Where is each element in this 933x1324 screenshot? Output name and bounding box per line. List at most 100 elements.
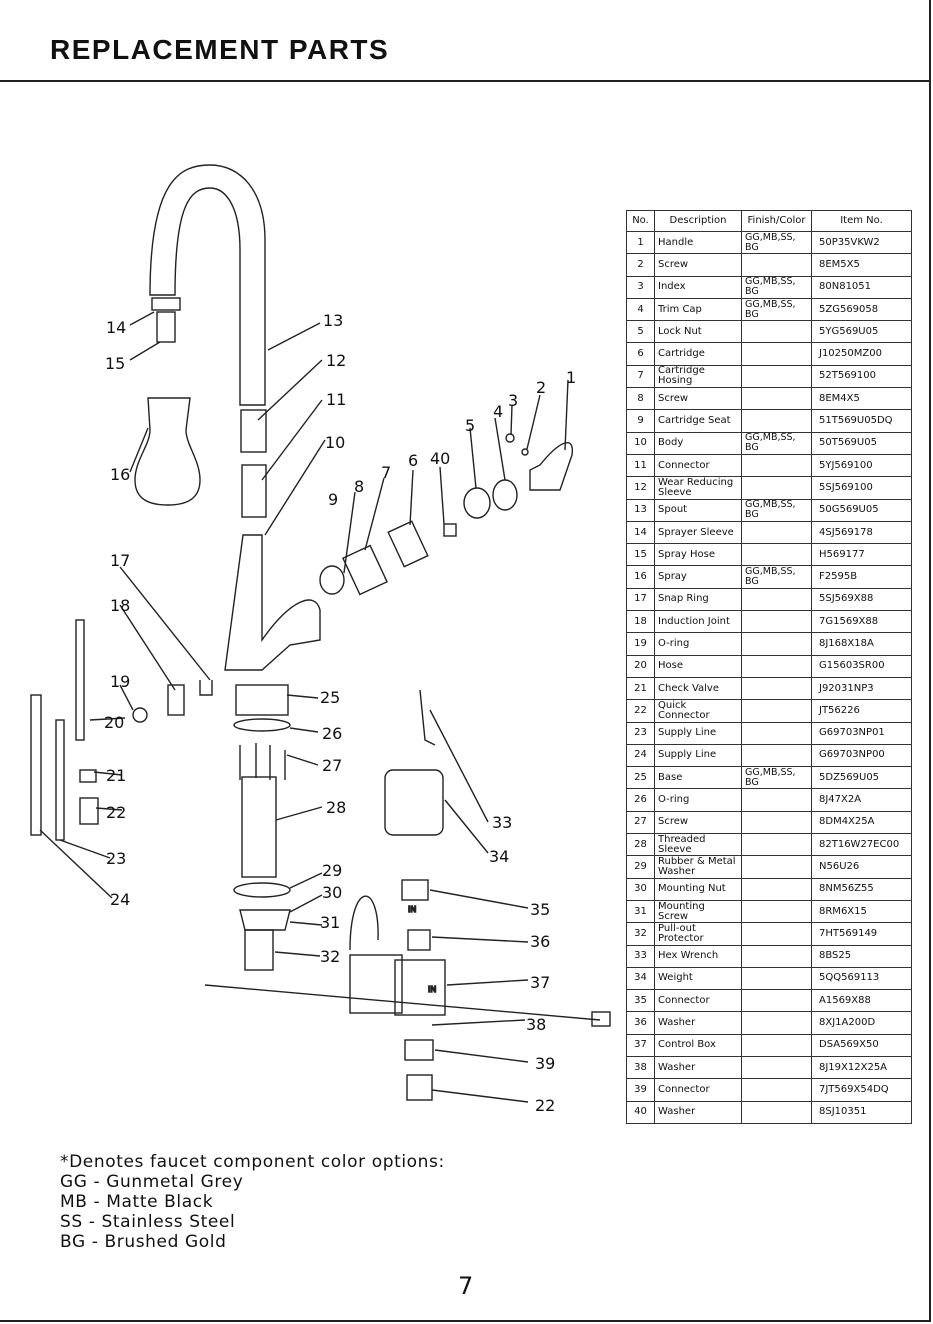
item-number-cell: JT56226	[811, 699, 912, 723]
handle-shape	[529, 442, 574, 491]
description-cell: Sprayer Sleeve	[654, 520, 742, 545]
item-number-cell: 8J47X2A	[811, 788, 912, 812]
description-cell: Cartridge Hosing	[654, 364, 742, 389]
finish-cell	[741, 1033, 812, 1057]
finish-cell	[741, 877, 812, 901]
part-number-cell: 40	[626, 1100, 655, 1124]
cartridge-shape	[387, 520, 429, 568]
item-number-cell: 8J168X18A	[811, 632, 912, 656]
item-number-cell: 5QQ569113	[811, 966, 912, 991]
description-cell: Screw	[654, 387, 742, 411]
callout-26: 26	[322, 724, 342, 743]
part-number-cell: 9	[626, 409, 655, 433]
oring-26-shape	[233, 718, 291, 732]
callout-30: 30	[322, 883, 342, 902]
cable-shape	[349, 895, 379, 951]
description-cell: Quick Connector	[654, 699, 742, 723]
part-number-cell: 11	[626, 453, 655, 478]
finish-cell	[741, 989, 812, 1013]
page-number: 7	[458, 1272, 474, 1300]
callout-22b: 22	[535, 1096, 555, 1115]
check-valve-shape	[79, 769, 97, 783]
callout-18: 18	[110, 596, 130, 615]
item-number-cell: 8RM6X15	[811, 899, 912, 924]
quick-connector-22b-shape	[406, 1074, 433, 1101]
item-number-cell: 5YJ569100	[811, 453, 912, 478]
callout-34: 34	[489, 847, 509, 866]
part-number-cell: 20	[626, 654, 655, 678]
color-options-notes: *Denotes faucet component color options:…	[60, 1152, 445, 1252]
item-number-cell: 50T569U05	[811, 431, 912, 455]
finish-cell	[741, 966, 812, 991]
header-item-no: Item No.	[811, 210, 912, 232]
part-number-cell: 8	[626, 387, 655, 411]
item-number-cell: 7G1569X88	[811, 610, 912, 634]
description-cell: Lock Nut	[654, 320, 742, 344]
diagram-svg: IN IN 1 2 3 4 5 6 40 7 8 9 10 11 12 13 1…	[30, 164, 611, 1115]
callout-35: 35	[530, 900, 550, 919]
finish-cell	[741, 1078, 812, 1102]
finish-cell	[741, 944, 812, 968]
part-number-cell: 2	[626, 253, 655, 277]
description-cell: Washer	[654, 1055, 742, 1080]
description-cell: Supply Line	[654, 721, 742, 745]
part-number-cell: 34	[626, 966, 655, 991]
part-number-cell: 35	[626, 989, 655, 1013]
item-number-cell: 5YG569U05	[811, 320, 912, 344]
description-cell: Hose	[654, 654, 742, 678]
finish-cell	[741, 1011, 812, 1035]
callout-8: 8	[354, 477, 364, 496]
callout-24: 24	[110, 890, 130, 909]
part-number-cell: 27	[626, 810, 655, 835]
item-number-cell: 80N81051	[811, 275, 912, 299]
item-number-cell: G15603SR00	[811, 654, 912, 678]
item-number-cell: 8J19X12X25A	[811, 1055, 912, 1080]
weight-shape	[384, 769, 444, 836]
spray-head-shape	[134, 397, 201, 506]
part-number-cell: 5	[626, 320, 655, 344]
control-box-shape	[349, 954, 403, 1014]
callout-33: 33	[492, 813, 512, 832]
finish-cell: GG,MB,SS, BG	[741, 431, 812, 455]
finish-cell	[741, 855, 812, 879]
callout-39: 39	[535, 1054, 555, 1073]
finish-cell	[741, 676, 812, 701]
hex-wrench-shape	[419, 689, 436, 746]
part-number-cell: 3	[626, 275, 655, 299]
callout-28: 28	[326, 798, 346, 817]
item-number-cell: H569177	[811, 543, 912, 567]
header-description: Description	[654, 210, 742, 232]
finish-cell: GG,MB,SS, BG	[741, 766, 812, 790]
item-number-cell: 5ZG569058	[811, 297, 912, 322]
callout-23: 23	[106, 849, 126, 868]
part-number-cell: 13	[626, 498, 655, 522]
description-cell: Base	[654, 766, 742, 790]
finish-cell	[741, 654, 812, 678]
description-cell: Washer	[654, 1011, 742, 1035]
svg-text:IN: IN	[408, 905, 416, 914]
description-cell: Screw	[654, 810, 742, 835]
description-cell: Cartridge Seat	[654, 409, 742, 433]
callout-6: 6	[408, 451, 418, 470]
description-cell: Spray Hose	[654, 543, 742, 567]
callout-36: 36	[530, 932, 550, 951]
part-number-cell: 32	[626, 922, 655, 946]
callout-21: 21	[106, 766, 126, 785]
callout-29: 29	[322, 861, 342, 880]
callout-37: 37	[530, 973, 550, 992]
finish-cell	[741, 520, 812, 545]
note-bg: BG - Brushed Gold	[60, 1232, 227, 1252]
part-number-cell: 10	[626, 431, 655, 455]
finish-cell	[741, 899, 812, 924]
description-cell: Body	[654, 431, 742, 455]
item-number-cell: 5DZ569U05	[811, 766, 912, 790]
